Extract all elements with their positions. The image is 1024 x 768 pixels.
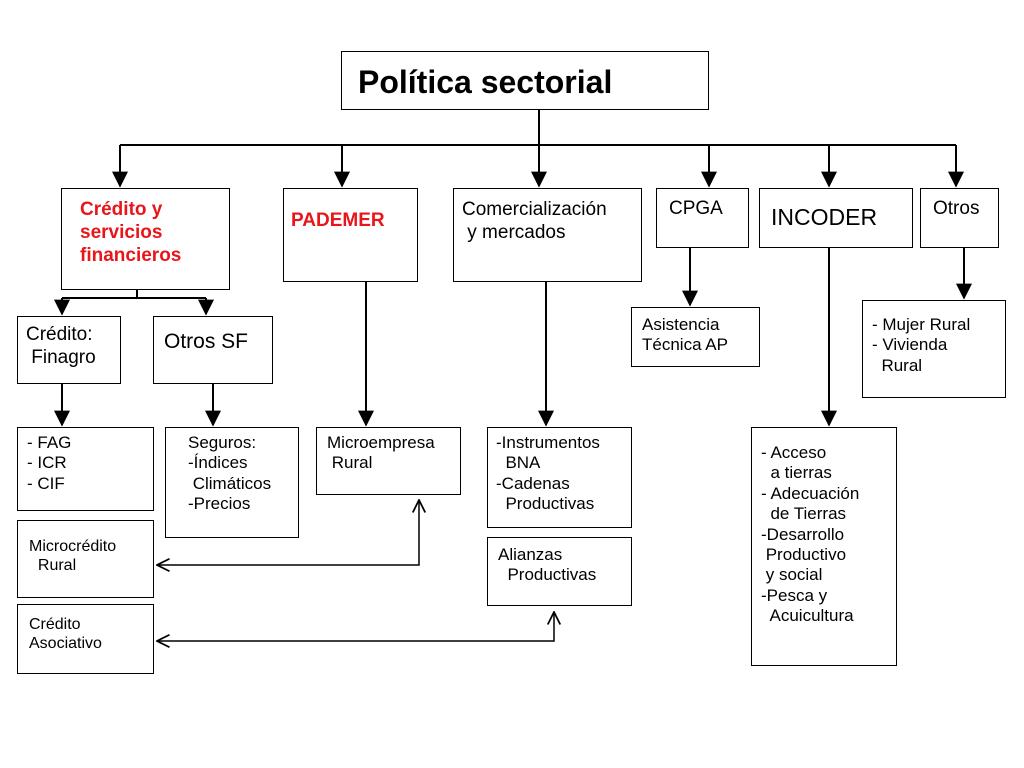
otros-label: Otros	[933, 198, 980, 219]
fag-icr-cif-box: - FAG - ICR - CIF	[17, 427, 154, 511]
otros-sf-box: Otros SF	[153, 316, 273, 384]
microempresa-box: Microempresa Rural	[316, 427, 461, 495]
microcredito-box: Microcrédito Rural	[17, 520, 154, 598]
otros-sf-label: Otros SF	[164, 330, 249, 353]
otros-box: Otros	[920, 188, 999, 248]
credito-servicios-box: Crédito y servicios financieros	[61, 188, 230, 290]
mujer-rural-label: - Mujer Rural - Vivienda Rural	[872, 315, 971, 375]
incoder-items-label: - Acceso a tierras - Adecuación de Tierr…	[761, 443, 860, 626]
incoder-items-box: - Acceso a tierras - Adecuación de Tierr…	[751, 427, 897, 666]
page-title: Política sectorial	[358, 64, 613, 100]
instrumentos-label: -Instrumentos BNA -Cadenas Productivas	[496, 433, 600, 514]
cpga-label: CPGA	[669, 198, 723, 219]
incoder-label: INCODER	[771, 204, 878, 230]
fag-icr-cif-label: - FAG - ICR - CIF	[27, 433, 72, 493]
credito-finagro-label: Crédito: Finagro	[26, 324, 96, 368]
credito-servicios-label: Crédito y servicios financieros	[80, 199, 182, 266]
asistencia-box: Asistencia Técnica AP	[631, 307, 760, 367]
credito-finagro-box: Crédito: Finagro	[17, 316, 121, 384]
alianzas-label: Alianzas Productivas	[498, 545, 597, 585]
microempresa-label: Microempresa Rural	[327, 433, 435, 473]
cpga-box: CPGA	[656, 188, 749, 248]
comercializacion-box: Comercialización y mercados	[453, 188, 642, 282]
microcredito-label: Microcrédito Rural	[29, 538, 117, 575]
pademer-box: PADEMER	[283, 188, 418, 282]
credito-asociativo-box: Crédito Asociativo	[17, 604, 154, 674]
double-arrow-alianzas-credito-asociativo	[157, 612, 554, 641]
comercializacion-label: Comercialización y mercados	[462, 199, 607, 243]
alianzas-box: Alianzas Productivas	[487, 537, 632, 606]
seguros-box: Seguros: -Índices Climáticos -Precios	[165, 427, 299, 538]
pademer-label: PADEMER	[291, 210, 385, 231]
mujer-rural-box: - Mujer Rural - Vivienda Rural	[862, 300, 1006, 398]
asistencia-label: Asistencia Técnica AP	[642, 315, 728, 355]
seguros-label: Seguros: -Índices Climáticos -Precios	[188, 433, 272, 514]
incoder-box: INCODER	[759, 188, 913, 248]
credito-asociativo-label: Crédito Asociativo	[29, 616, 102, 653]
instrumentos-box: -Instrumentos BNA -Cadenas Productivas	[487, 427, 632, 528]
title-box: Política sectorial	[341, 51, 709, 110]
